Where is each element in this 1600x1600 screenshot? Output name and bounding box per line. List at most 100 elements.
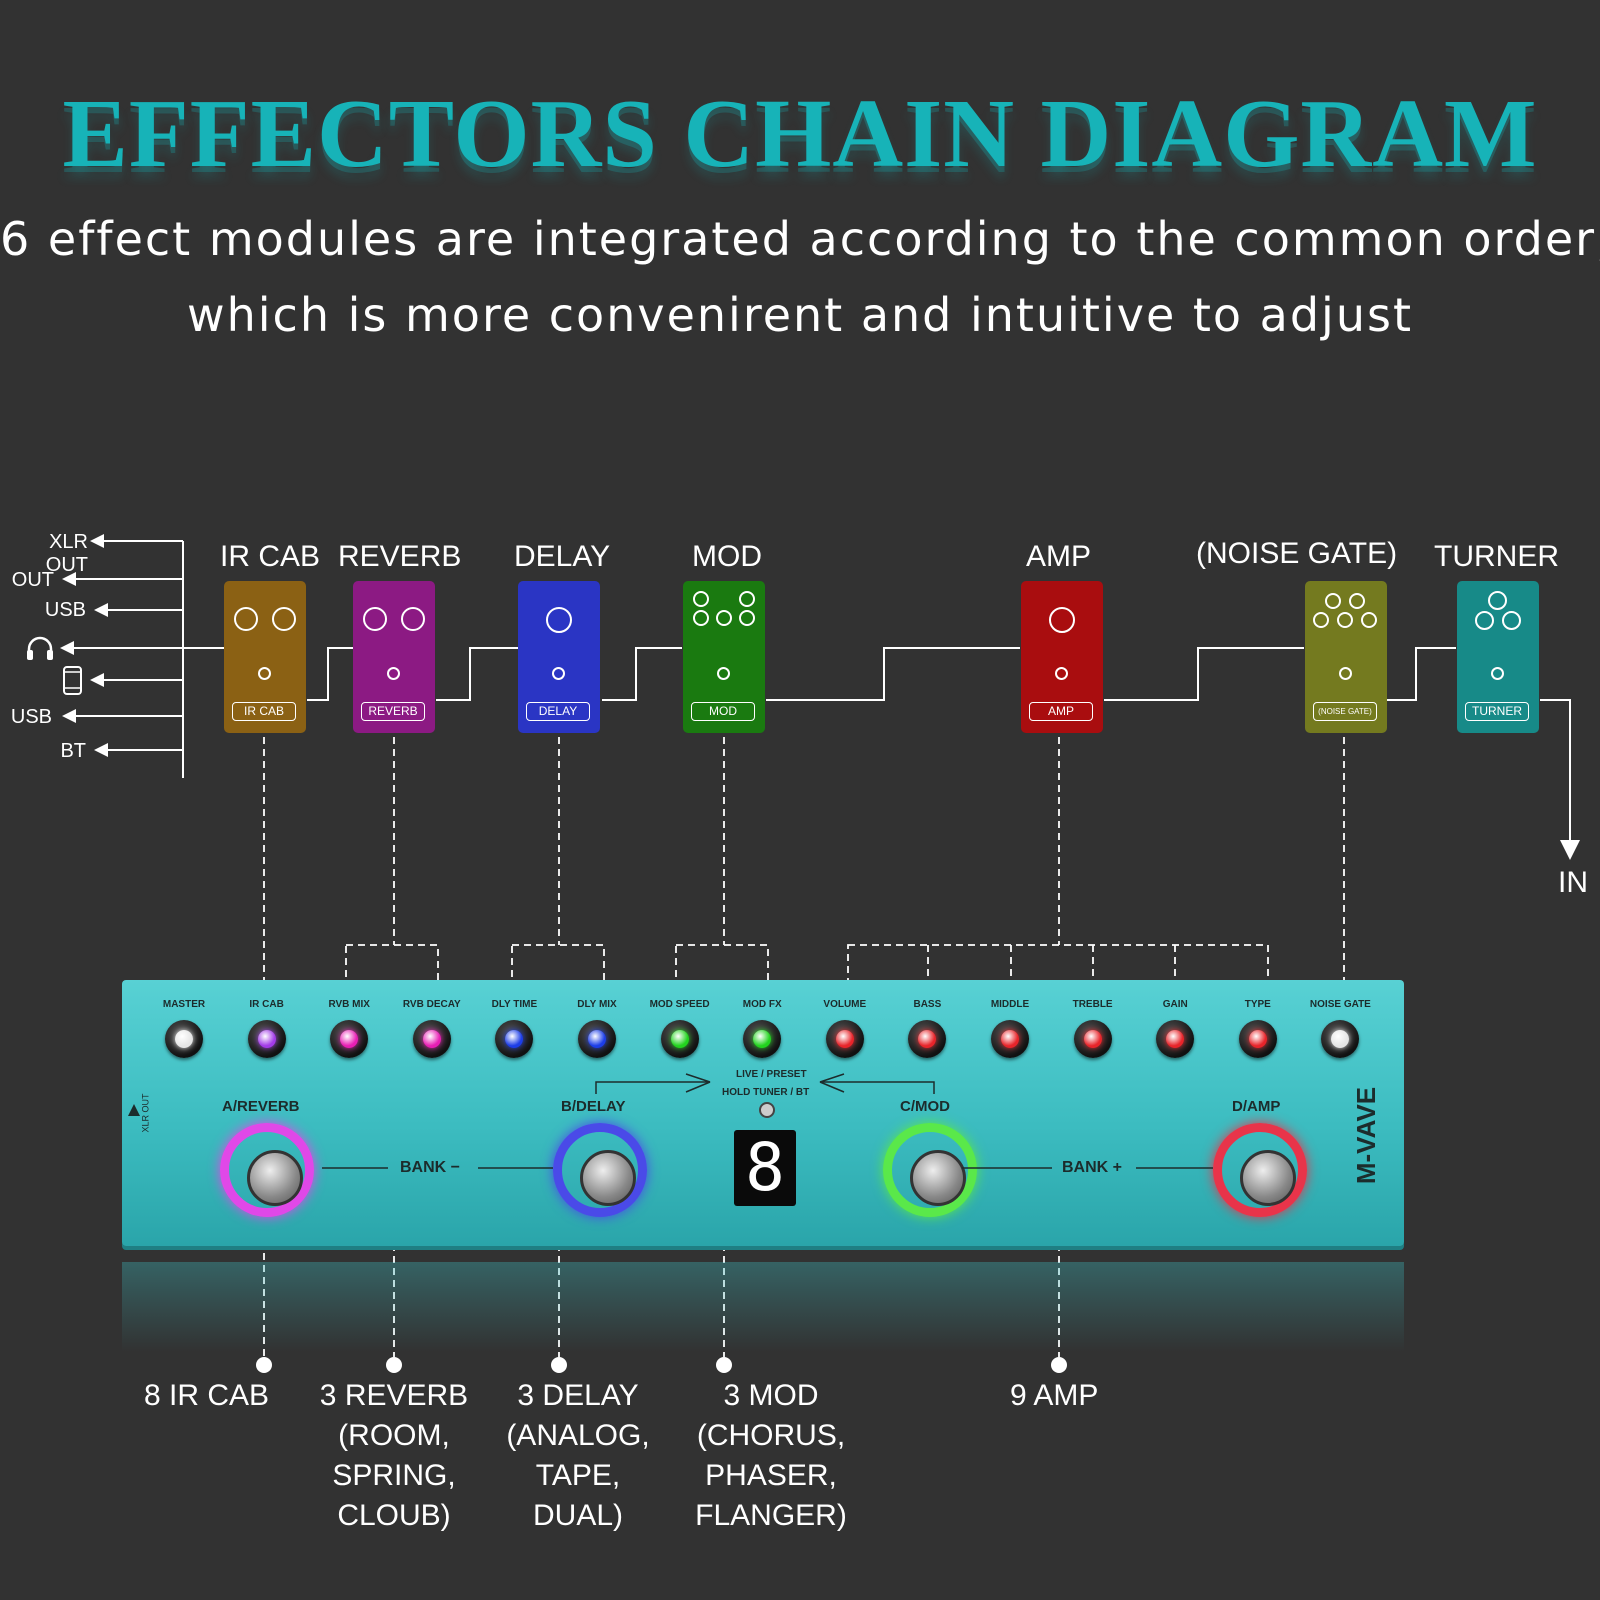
device-knob-4[interactable] [495, 1020, 534, 1058]
subtitle-line-2: which is more convenirent and intuitive … [187, 288, 1413, 342]
device-knob-3[interactable] [412, 1020, 451, 1058]
knob-label: BASS [913, 999, 942, 1010]
knob-icon [258, 667, 271, 680]
device-knob-5[interactable] [578, 1020, 616, 1058]
device-knob-11[interactable] [1073, 1020, 1112, 1058]
hold-tuner-text: HOLD TUNER / BT [722, 1087, 810, 1098]
knob-icon [272, 607, 296, 631]
device-knob-2[interactable] [330, 1020, 369, 1058]
knob-label: GAIN [1162, 999, 1188, 1010]
knob-led [1001, 1030, 1019, 1048]
knob-label: VOLUME [823, 999, 867, 1010]
brand-logo: M-VAVE [1351, 1086, 1382, 1185]
knob-led [588, 1030, 606, 1048]
module-label-noise-gate: (NOISE GATE) [1196, 537, 1398, 570]
module-label-mod: MOD [692, 540, 762, 573]
bank-plus-label: BANK + [1062, 1159, 1123, 1176]
device-knob-10[interactable] [991, 1020, 1029, 1058]
footswitch-d-amp[interactable] [1213, 1123, 1307, 1217]
pedal-mod: MOD [683, 581, 765, 733]
module-label-reverb: REVERB [338, 540, 462, 573]
knob-led [835, 1030, 854, 1048]
device-knob-13[interactable] [1238, 1020, 1277, 1058]
knob-icon [387, 667, 400, 680]
knob-label: MIDDLE [990, 999, 1030, 1010]
summary-line: CLOUB) [337, 1499, 451, 1532]
knob-label: IR CAB [249, 999, 284, 1010]
live-preset-text: LIVE / PRESET [736, 1069, 807, 1080]
summary-delay: 3 DELAY (ANALOG, TAPE, DUAL) [500, 1376, 656, 1536]
device-knob-9[interactable] [908, 1020, 947, 1058]
pedal-tag: IR CAB [232, 702, 296, 721]
knob-icon [1337, 612, 1353, 628]
knob-icon [1475, 611, 1494, 630]
knob-label: MOD SPEED [649, 999, 710, 1010]
switch-label-c: C/MOD [900, 1098, 950, 1115]
module-label-delay: DELAY [514, 540, 611, 573]
device-knob-14[interactable] [1321, 1020, 1360, 1058]
knob-led [918, 1030, 937, 1048]
knob-icon [739, 610, 755, 626]
pedal-ir-cab: IR CAB [224, 581, 306, 733]
footswitch-a-reverb[interactable] [220, 1123, 314, 1217]
pedal-tag: MOD [691, 702, 755, 721]
device-knob-1[interactable] [247, 1020, 286, 1058]
headphone-icon [27, 636, 53, 660]
knob-led [1331, 1030, 1350, 1048]
module-label-amp: AMP [1026, 540, 1092, 573]
knob-icon [693, 591, 709, 607]
bank-display: 8 [734, 1130, 796, 1206]
footswitch-c-mod[interactable] [883, 1123, 977, 1217]
output-out: OUT [11, 569, 54, 591]
footswitch-cap [247, 1150, 303, 1206]
device-knob-0[interactable] [165, 1020, 203, 1058]
knob-icon [1488, 591, 1507, 610]
knob-icon [552, 667, 565, 680]
knob-icon [693, 610, 709, 626]
switch-label-b: B/DELAY [561, 1098, 626, 1115]
knob-icon [1313, 612, 1329, 628]
footswitch-cap [1240, 1150, 1296, 1206]
knob-icon [716, 610, 732, 626]
summary-mod: 3 MOD (CHORUS, PHASER, FLANGER) [686, 1376, 856, 1536]
footswitch-b-delay[interactable] [553, 1123, 647, 1217]
bank-lines [322, 1167, 1213, 1169]
summary-line: 3 DELAY [517, 1379, 639, 1412]
knob-label: TYPE [1244, 999, 1271, 1010]
device-knob-6[interactable] [660, 1020, 699, 1058]
phone-icon [63, 666, 82, 695]
summary-line: (ROOM, [338, 1419, 450, 1452]
preset-bracket [595, 1073, 935, 1094]
knob-led [257, 1030, 276, 1048]
pedal-reverb: REVERB [353, 581, 435, 733]
knob-icon [717, 667, 730, 680]
knob-label: NOISE GATE [1309, 999, 1371, 1010]
device-knob-7[interactable] [743, 1020, 782, 1058]
output-usb-2: USB [10, 706, 52, 728]
switch-label-d: D/AMP [1232, 1098, 1281, 1115]
knob-led [175, 1030, 193, 1048]
device-knob-12[interactable] [1156, 1020, 1195, 1058]
knob-icon [401, 607, 425, 631]
summary-reverb: 3 REVERB (ROOM, SPRING, CLOUB) [316, 1376, 472, 1536]
xlr-out-side-label: XLR OUT [140, 1093, 151, 1133]
summary-line: 3 REVERB [319, 1379, 469, 1412]
knob-label: RVB MIX [328, 999, 370, 1010]
status-led [759, 1102, 775, 1118]
device-reflection [122, 1262, 1404, 1352]
output-xlr-out: XLR OUT [45, 531, 88, 576]
knob-label: RVB DECAY [402, 999, 461, 1010]
footswitch-cap [910, 1150, 966, 1206]
knob-icon [234, 607, 258, 631]
knob-label: DLY TIME [491, 999, 538, 1010]
knob-icon [1049, 607, 1075, 633]
knob-icon [1055, 667, 1068, 680]
xlr-arrow-icon [128, 1104, 140, 1116]
bank-minus-label: BANK − [400, 1159, 461, 1176]
knob-icon [1361, 612, 1377, 628]
knob-led [505, 1030, 524, 1048]
knob-icon [546, 607, 572, 633]
device-knob-8[interactable] [825, 1020, 864, 1058]
summary-line: PHASER, [705, 1459, 837, 1492]
knob-led [340, 1030, 359, 1048]
